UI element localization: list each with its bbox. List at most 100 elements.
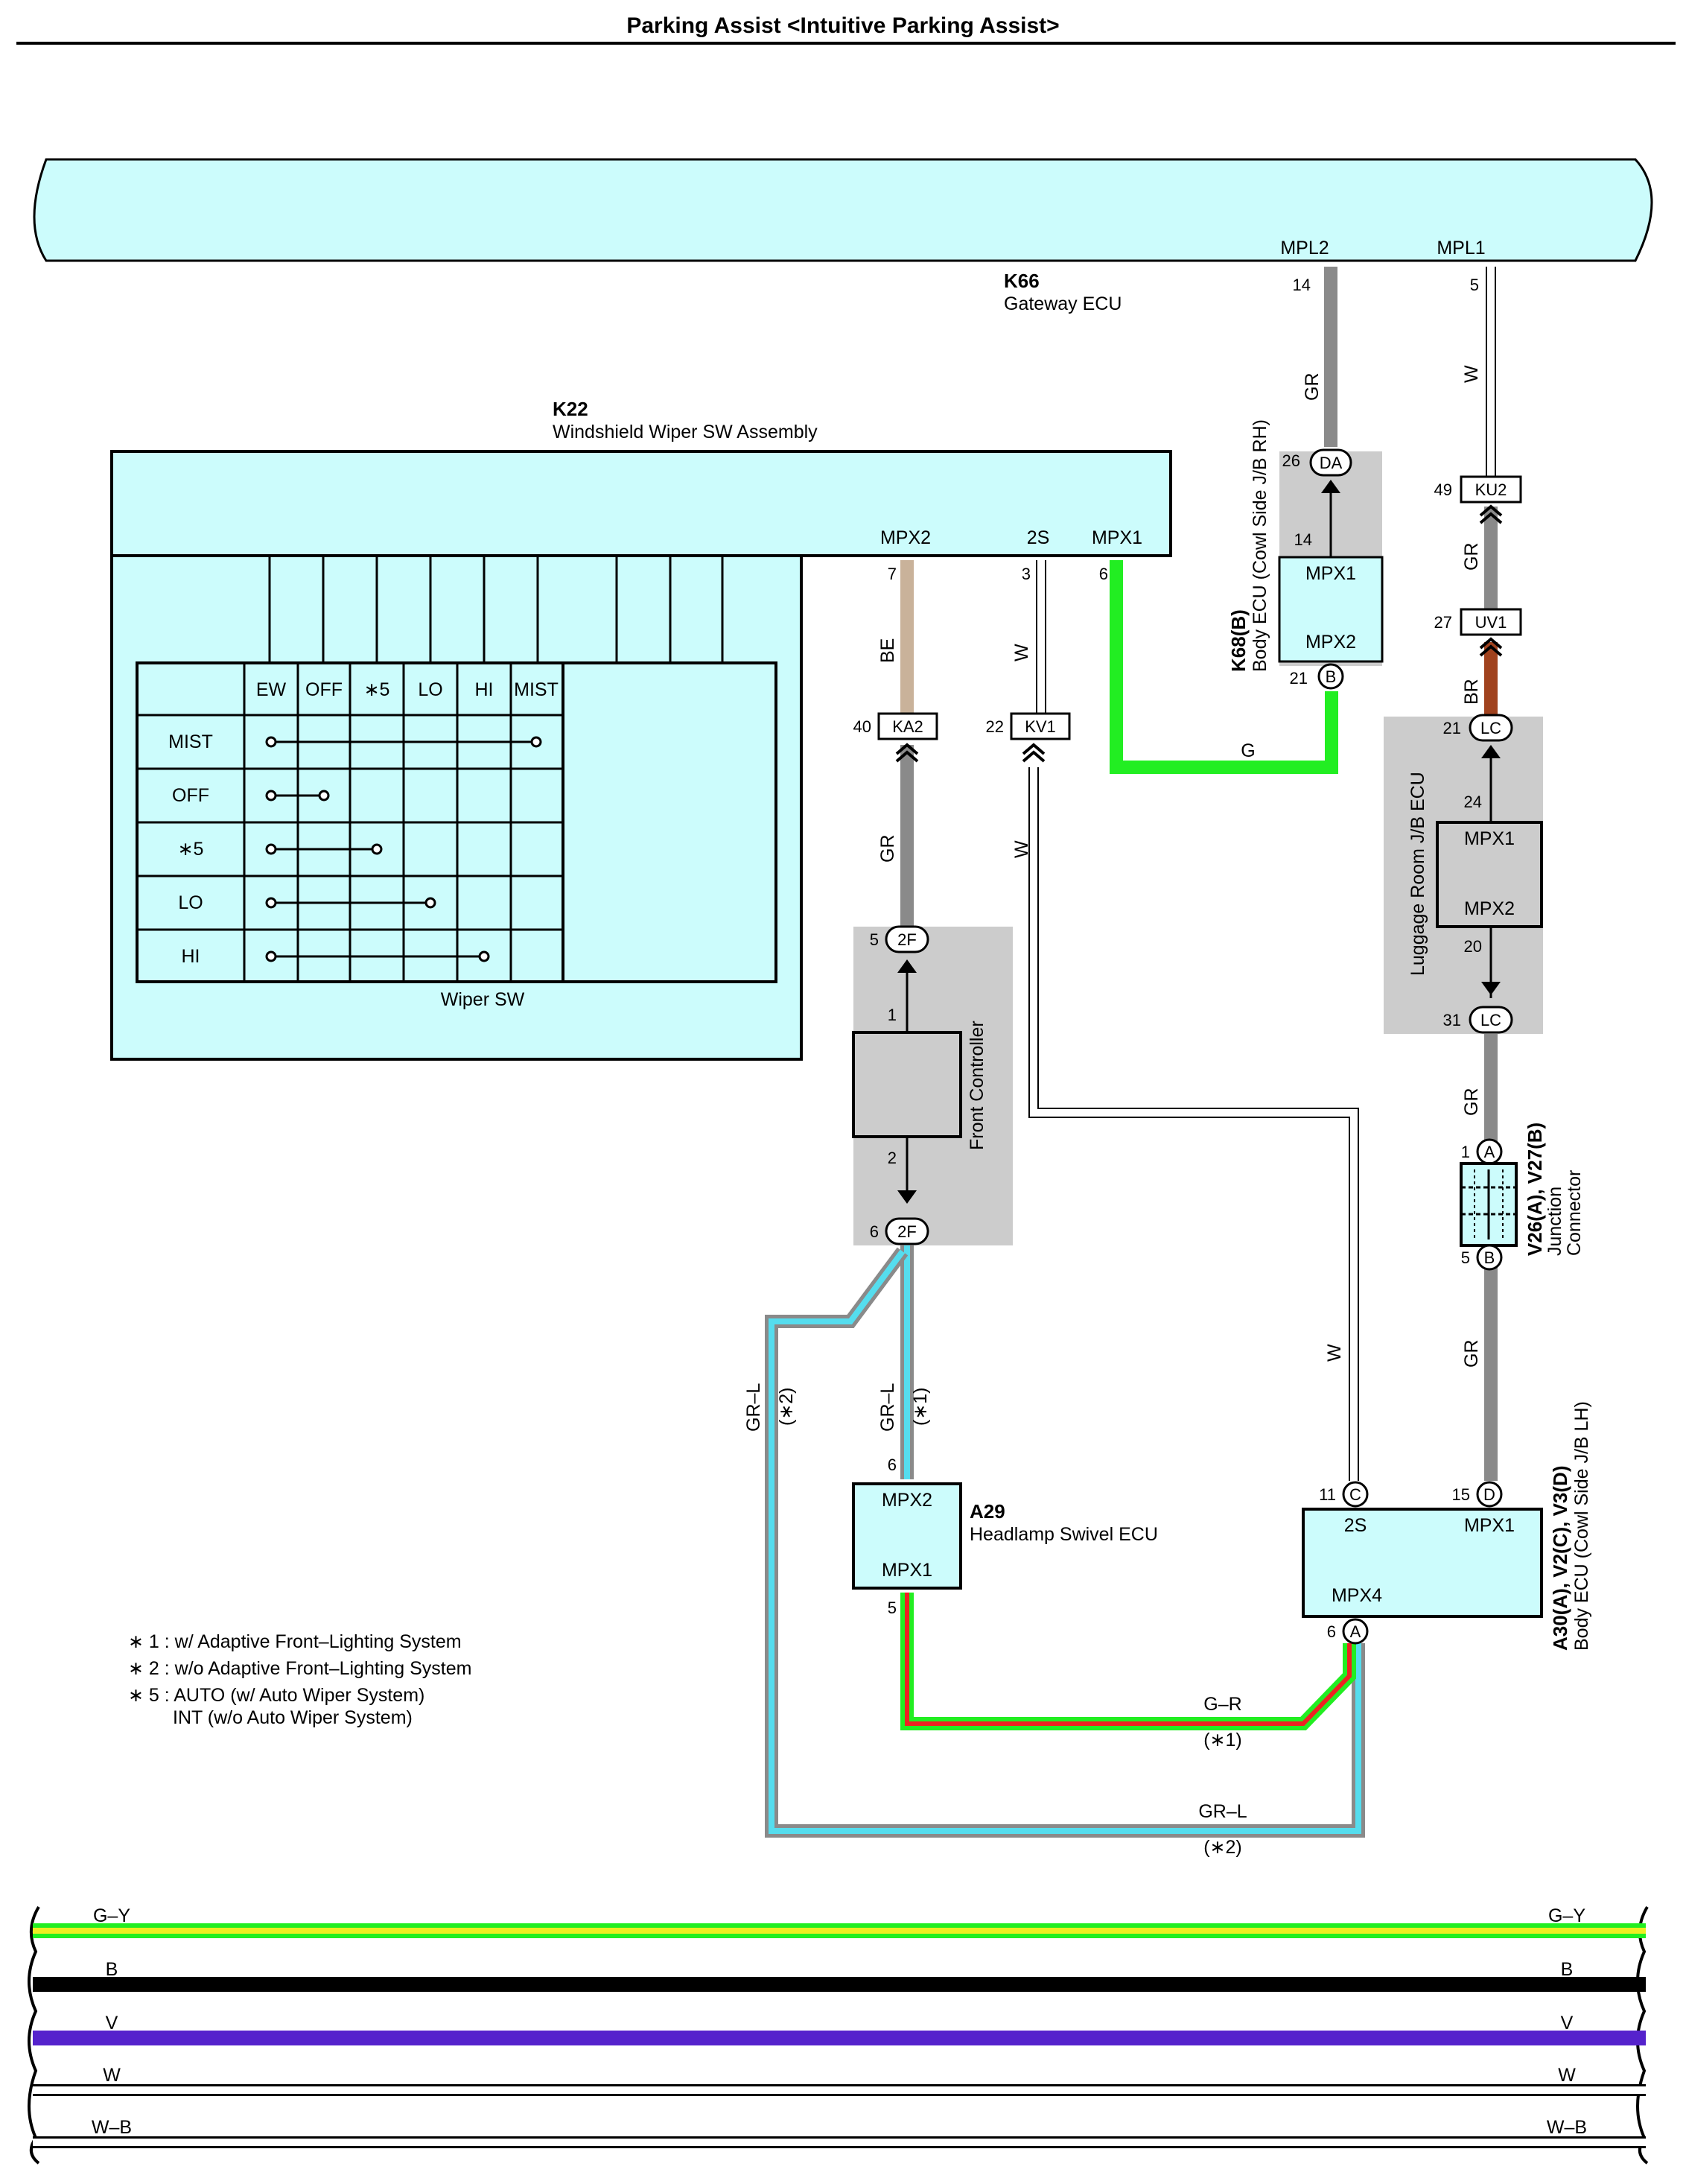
body-ecu-lh-conn-c[interactable]: [1342, 1481, 1369, 1508]
bus-b-left: B: [106, 1959, 118, 1980]
wiper-sw-table-grid: [137, 663, 563, 982]
note-1: ∗ 1 : w/ Adaptive Front–Lighting System: [128, 1631, 462, 1652]
note-2: ∗ 2 : w/o Adaptive Front–Lighting System: [128, 1658, 471, 1679]
wiper-assy-code: K22: [553, 398, 588, 420]
bus-lines: [28, 1905, 1649, 2165]
wire-label-gr-mpl2: GR: [1302, 373, 1323, 401]
headlamp-ecu-box[interactable]: [852, 1482, 962, 1590]
luggage-ecu-box[interactable]: [1436, 821, 1543, 928]
wiper-row-mist: MIST: [168, 731, 213, 752]
bus-v-left: V: [106, 2013, 118, 2034]
arrow-lc-up-icon: [1481, 745, 1501, 758]
note-5-cont: INT (w/o Auto Wiper System): [173, 1707, 413, 1728]
wiper-assy-name: Windshield Wiper SW Assembly: [553, 422, 818, 442]
body-ecu-rh-name: Body ECU (Cowl Side J/B RH): [1250, 419, 1270, 672]
connector-2f-top-label: 2F: [897, 930, 917, 949]
junction-conn-b-label: B: [1484, 1248, 1495, 1267]
front-ctrl-2f-top-pin: 5: [870, 930, 879, 949]
wire-g-mpx1: [1110, 560, 1338, 774]
connector-ku2[interactable]: [1460, 475, 1522, 504]
body-ecu-lh-pin-c: 11: [1319, 1485, 1336, 1504]
connector-da[interactable]: [1309, 448, 1352, 477]
wire-label-grl-1: GR–L: [877, 1383, 898, 1432]
junction-conn-b[interactable]: [1476, 1244, 1503, 1271]
junction-name-2: Connector: [1564, 1170, 1585, 1256]
body-ecu-lh-codes: A30(A), V2(C), V3(D): [1549, 1466, 1571, 1651]
connector-uv1-pin: 27: [1434, 613, 1452, 632]
junction-name-1: Junction: [1545, 1187, 1565, 1256]
body-ecu-rh-mpx2: MPX2: [1305, 632, 1356, 653]
luggage-lc-top-pin: 21: [1443, 719, 1461, 737]
wiper-col-lo: LO: [418, 679, 442, 700]
gateway-pin-mpl1-label: MPL1: [1437, 238, 1485, 258]
wire-label-w-mpl1: W: [1461, 365, 1482, 383]
body-ecu-lh-name: Body ECU (Cowl Side J/B LH): [1571, 1401, 1592, 1651]
connector-lc-top[interactable]: [1469, 714, 1513, 742]
chevron-uv1-icon: [1479, 637, 1503, 657]
headlamp-name: Headlamp Swivel ECU: [970, 1524, 1158, 1545]
junction-pin-b: 5: [1461, 1248, 1470, 1267]
connector-b-rh[interactable]: [1317, 663, 1344, 690]
connector-kv1[interactable]: [1010, 712, 1071, 740]
bus-wb-left: W–B: [92, 2117, 132, 2138]
body-ecu-rh-conn-da-pin: 26: [1282, 451, 1300, 470]
connector-uv1[interactable]: [1460, 608, 1522, 636]
connector-kv1-pin: 22: [986, 717, 1004, 736]
connector-2f-top[interactable]: [885, 925, 929, 953]
body-ecu-lh-conn-d[interactable]: [1476, 1481, 1503, 1508]
bus-wb-right: W–B: [1547, 2117, 1587, 2138]
wiper-pin-mpx2-label: MPX2: [880, 527, 931, 548]
connector-ku2-pin: 49: [1434, 480, 1452, 499]
body-ecu-lh-conn-d-label: D: [1483, 1485, 1495, 1504]
arrow-lc-down-icon: [1481, 982, 1501, 995]
front-controller-box[interactable]: [852, 1031, 962, 1138]
luggage-lc-bottom-pin: 31: [1443, 1011, 1461, 1029]
wiper-col-off: OFF: [305, 679, 343, 700]
wire-label-gr-ku2: GR: [1461, 543, 1482, 571]
headlamp-code: A29: [970, 1500, 1005, 1523]
headlamp-pin-bottom: 5: [888, 1599, 897, 1617]
connector-ku2-label: KU2: [1475, 480, 1507, 499]
junction-conn-a-label: A: [1484, 1143, 1495, 1161]
gateway-ecu-box[interactable]: [33, 158, 1653, 262]
body-ecu-lh-conn-a[interactable]: [1342, 1618, 1369, 1645]
bus-w-right: W: [1558, 2065, 1576, 2086]
wire-gr-red-stripe: [905, 1593, 1352, 1726]
connector-2f-bottom[interactable]: [885, 1217, 929, 1245]
headlamp-mpx2: MPX2: [882, 1490, 932, 1511]
gateway-code: K66: [1004, 270, 1040, 292]
connector-ka2[interactable]: [877, 712, 938, 740]
headlamp-mpx1: MPX1: [882, 1560, 932, 1581]
gateway-name: Gateway ECU: [1004, 293, 1122, 314]
wire-label-w-2s: W: [1011, 644, 1032, 661]
body-ecu-rh-pin-top: 14: [1294, 530, 1312, 549]
luggage-mpx2: MPX2: [1464, 898, 1515, 919]
connector-ka2-pin: 40: [853, 717, 871, 736]
arrow-2f-down-icon: [897, 1190, 917, 1204]
body-ecu-lh-pin-a: 6: [1327, 1622, 1336, 1641]
wiper-col-hi: HI: [475, 679, 494, 700]
body-ecu-lh-mpx1: MPX1: [1464, 1515, 1515, 1536]
page-title: Parking Assist <Intuitive Parking Assist…: [626, 13, 1059, 38]
wiper-assy-box[interactable]: [110, 450, 1172, 557]
wire-label-gr-ka2: GR: [877, 835, 898, 863]
connector-lc-bottom[interactable]: [1469, 1006, 1513, 1034]
wire-label-note2-horiz: (∗2): [1203, 1837, 1242, 1858]
body-ecu-rh-box[interactable]: [1278, 556, 1384, 663]
wire-label-br: BR: [1461, 679, 1482, 705]
wire-label-note1-vert: (∗1): [910, 1387, 931, 1426]
connector-lc-top-label: LC: [1480, 719, 1501, 737]
wiper-col-mist: MIST: [514, 679, 559, 700]
gateway-pin-mpl1-num: 5: [1470, 276, 1479, 294]
bus-w-left: W: [103, 2065, 121, 2086]
luggage-ecu-name: Luggage Room J/B ECU: [1407, 772, 1428, 976]
body-ecu-lh-box[interactable]: [1302, 1508, 1543, 1618]
chevron-ka2-icon: [895, 743, 919, 763]
wiper-sw-caption: Wiper SW: [441, 989, 525, 1010]
wire-label-g: G: [1241, 740, 1255, 761]
wiper-row-hi: HI: [182, 946, 200, 967]
bus-v-right: V: [1561, 2013, 1574, 2034]
connector-b-rh-label: B: [1326, 667, 1337, 686]
chevron-kv1-icon: [1022, 743, 1046, 763]
wire-label-grl-horiz: GR–L: [1198, 1801, 1247, 1822]
